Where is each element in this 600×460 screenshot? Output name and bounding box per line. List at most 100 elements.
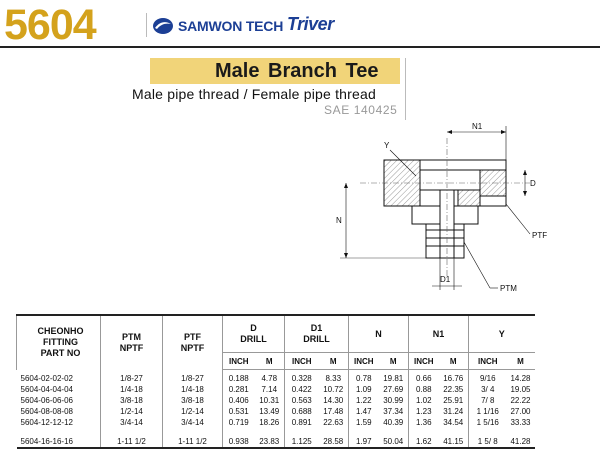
cell-ptf: 1/2-14 — [162, 406, 223, 417]
cell-ptf: 3/4-14 — [162, 417, 223, 428]
cell-y-m: 19.05 — [510, 385, 531, 394]
model-number: 5604 — [4, 1, 97, 49]
cell-d-inch: 0.719 — [222, 417, 255, 428]
cell-d1-inch: 0.688 — [284, 406, 319, 417]
cell-n-inch: 1.47 — [348, 406, 379, 417]
cell-n1-m: 25.91 — [443, 396, 464, 405]
cell-y-m: 22.22 — [510, 396, 531, 405]
header-unit-inch: INCH — [408, 352, 439, 370]
cell-n-m: 50.04 — [378, 428, 409, 449]
cell-n-inch: 1.22 — [348, 395, 379, 406]
cell-y-inch: 1 1/16 — [468, 406, 507, 417]
cell-n1-m: 22.35 — [443, 385, 464, 394]
title-band — [150, 58, 400, 84]
header-unit-inch: INCH — [222, 352, 255, 370]
cell-ptf: 3/8-18 — [162, 395, 223, 406]
tee-body — [383, 159, 507, 259]
cell-ptm: 1/4-18 — [100, 384, 163, 395]
cell-n1-m: 41.15 — [438, 428, 469, 449]
header-unit-m: M — [318, 352, 349, 370]
cell-n-inch: 1.97 — [348, 428, 379, 449]
cell-n1-m: 31.24 — [443, 407, 464, 416]
cell-ptf: 1/4-18 — [162, 384, 223, 395]
samwon-swoosh-icon — [152, 17, 174, 35]
cell-d-m: 7.14 — [261, 385, 278, 394]
cell-d1-m: 10.72 — [323, 385, 344, 394]
header-unit-m: M — [506, 352, 535, 370]
title-divider — [405, 58, 406, 120]
cell-part-no: 5604-12-12-12 — [20, 418, 73, 427]
cell-n1-inch: 1.36 — [408, 417, 439, 428]
cell-part-no: 5604-06-06-06 — [20, 396, 73, 405]
cell-d1-m: 17.48 — [323, 407, 344, 416]
cell-d1-m: 28.58 — [318, 428, 349, 449]
cell-n-inch: 0.78 — [348, 369, 379, 384]
cell-n-m: 30.99 — [383, 396, 404, 405]
cell-y-inch: 1 5/ 8 — [468, 428, 507, 449]
cell-n1-inch: 0.66 — [408, 369, 439, 384]
header-divider — [146, 13, 147, 37]
header-unit-m: M — [438, 352, 469, 370]
product-title: Male Branch Tee — [215, 60, 379, 82]
cell-part-no: 5604-08-08-08 — [20, 407, 73, 416]
cell-y-m: 41.28 — [506, 428, 535, 449]
cell-part-no: 5604-02-02-02 — [20, 373, 73, 383]
header-unit-inch: INCH — [284, 352, 319, 370]
cell-d1-inch: 0.422 — [284, 384, 319, 395]
cell-n1-inch: 0.88 — [408, 384, 439, 395]
cell-d-m: 4.78 — [261, 374, 278, 383]
cell-y-inch: 1 5/16 — [468, 417, 507, 428]
cell-d-inch: 0.281 — [222, 384, 255, 395]
cell-d1-inch: 0.891 — [284, 417, 319, 428]
cell-d1-inch: 0.563 — [284, 395, 319, 406]
cell-y-inch: 7/ 8 — [468, 395, 507, 406]
cell-n-m: 37.34 — [383, 407, 404, 416]
cell-n-inch: 1.59 — [348, 417, 379, 428]
cell-y-inch: 9/16 — [468, 369, 507, 384]
product-subtitle: Male pipe thread / Female pipe thread — [132, 86, 376, 102]
header-rule — [0, 46, 600, 48]
cell-n1-inch: 1.02 — [408, 395, 439, 406]
cell-part-no: 5604-16-16-16 — [16, 428, 101, 449]
header-unit-m: M — [254, 352, 285, 370]
label-d: D — [530, 179, 536, 188]
brand-secondary: Triver — [287, 14, 334, 34]
label-ptm: PTM — [500, 284, 517, 293]
cell-d1-m: 8.33 — [325, 374, 342, 383]
cell-n1-m: 34.54 — [443, 418, 464, 427]
cell-n1-m: 16.76 — [443, 374, 464, 383]
header-n: N — [348, 314, 409, 353]
cell-n1-inch: 1.62 — [408, 428, 439, 449]
cell-y-m: 27.00 — [510, 407, 531, 416]
cell-d-inch: 0.938 — [222, 428, 255, 449]
cell-d1-inch: 1.125 — [284, 428, 319, 449]
cell-ptf: 1-11 1/2 — [162, 428, 223, 449]
cell-n-m: 40.39 — [383, 418, 404, 427]
cell-d-m: 23.83 — [254, 428, 285, 449]
cell-d-m: 13.49 — [259, 407, 280, 416]
header-unit-inch: INCH — [348, 352, 379, 370]
cell-ptm: 1-11 1/2 — [100, 428, 163, 449]
cell-d1-m: 22.63 — [323, 418, 344, 427]
cell-part-no: 5604-04-04-04 — [20, 385, 73, 394]
header-unit-m: M — [378, 352, 409, 370]
cell-d-inch: 0.406 — [222, 395, 255, 406]
cell-d-inch: 0.531 — [222, 406, 255, 417]
cell-ptm: 3/4-14 — [100, 417, 163, 428]
header-unit-inch: INCH — [468, 352, 507, 370]
cell-y-m: 33.33 — [510, 418, 531, 427]
header-n1: N1 — [408, 314, 469, 353]
cell-d-m: 10.31 — [259, 396, 280, 405]
cell-ptm: 1/8-27 — [100, 369, 163, 384]
cell-ptm: 3/8-18 — [100, 395, 163, 406]
cell-n1-inch: 1.23 — [408, 406, 439, 417]
cell-ptm: 1/2-14 — [100, 406, 163, 417]
